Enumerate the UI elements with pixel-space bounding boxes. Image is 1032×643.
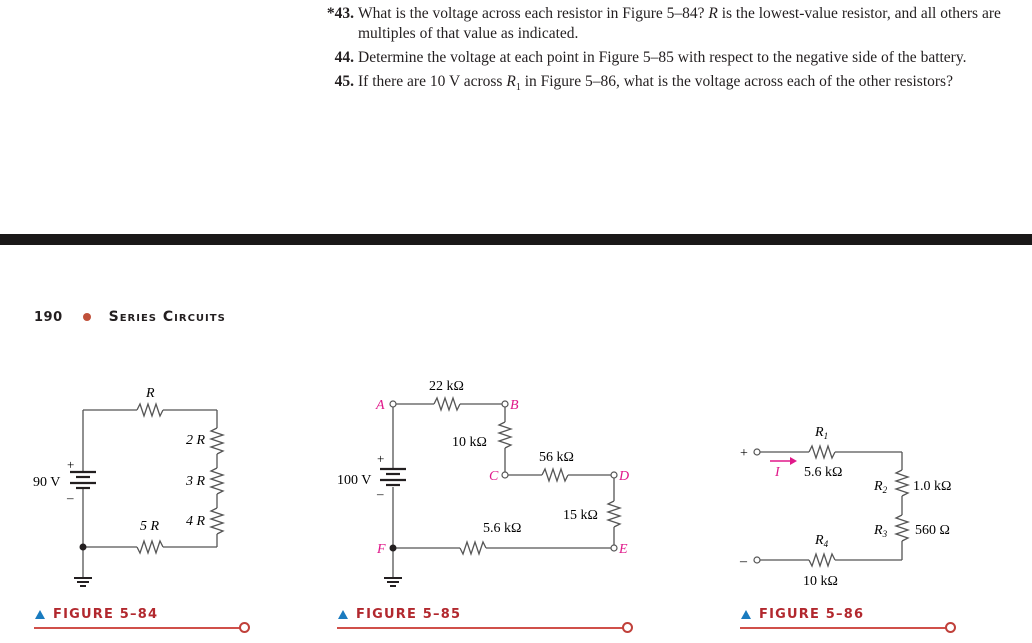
junction-dot xyxy=(389,544,397,552)
caption-rule xyxy=(337,627,623,629)
svg-text:10 kΩ: 10 kΩ xyxy=(452,435,487,450)
svg-text:–: – xyxy=(739,554,748,569)
svg-text:1.0 kΩ: 1.0 kΩ xyxy=(913,479,951,494)
triangle-marker-icon xyxy=(741,610,751,619)
chapter-title: Series Circuits xyxy=(108,309,226,325)
svg-text:90 V: 90 V xyxy=(33,475,60,490)
bullet-dot xyxy=(82,313,91,321)
problem-number: *43. xyxy=(326,5,354,22)
svg-text:2 R: 2 R xyxy=(186,433,206,448)
svg-text:R1: R1 xyxy=(814,425,828,441)
figure-5-85-circuit: + – 100 V 22 kΩ 10 kΩ 56 kΩ 15 kΩ 5.6 kΩ… xyxy=(337,379,629,587)
svg-text:R3: R3 xyxy=(873,523,888,539)
problem-number: 45. xyxy=(334,73,354,90)
page-divider-bar xyxy=(0,234,1032,245)
caption-rule xyxy=(34,627,240,629)
svg-text:E: E xyxy=(618,542,628,557)
problem-list: *43. What is the voltage across each res… xyxy=(318,4,1018,102)
terminal-nodes xyxy=(753,448,761,564)
svg-text:I: I xyxy=(774,465,781,480)
caption-rule xyxy=(740,627,946,629)
figure-5-84-caption: FIGURE 5–84 xyxy=(35,607,158,622)
svg-text:+: + xyxy=(377,451,384,466)
battery-icon xyxy=(380,467,406,487)
svg-text:R: R xyxy=(145,386,155,401)
terminal-nodes xyxy=(389,400,618,552)
problem-43: *43. What is the voltage across each res… xyxy=(318,4,1018,44)
figure-5-84-circuit: + – 90 V R 2 R 3 R 4 R 5 R xyxy=(33,386,226,587)
rule-end-circle-icon xyxy=(622,622,633,633)
rule-end-circle-icon xyxy=(945,622,956,633)
svg-text:5.6 kΩ: 5.6 kΩ xyxy=(804,465,842,480)
triangle-marker-icon xyxy=(338,610,348,619)
svg-text:100 V: 100 V xyxy=(337,473,371,488)
figure-5-85-caption: FIGURE 5–85 xyxy=(338,607,461,622)
svg-text:–: – xyxy=(376,486,384,501)
svg-text:–: – xyxy=(66,490,74,505)
svg-text:R4: R4 xyxy=(814,533,829,549)
figure-5-86-caption: FIGURE 5–86 xyxy=(741,607,864,622)
svg-text:15 kΩ: 15 kΩ xyxy=(563,508,598,523)
svg-text:3 R: 3 R xyxy=(185,474,206,489)
svg-text:4 R: 4 R xyxy=(186,514,206,529)
running-head: 190 Series Circuits xyxy=(34,309,226,325)
figure-5-86-circuit: + – I R1 5.6 kΩ R2 1.0 kΩ R3 560 Ω R4 10… xyxy=(739,425,951,589)
svg-text:C: C xyxy=(489,469,499,484)
current-arrow-icon xyxy=(770,457,797,465)
svg-text:5 R: 5 R xyxy=(140,519,160,534)
ground-icon xyxy=(384,577,402,587)
junction-dot xyxy=(79,543,87,551)
svg-text:B: B xyxy=(510,398,519,413)
svg-text:D: D xyxy=(618,469,629,484)
svg-text:+: + xyxy=(740,446,748,461)
problem-45: 45. If there are 10 V across R1 in Figur… xyxy=(318,72,1018,98)
svg-text:5.6 kΩ: 5.6 kΩ xyxy=(483,521,521,536)
svg-text:56 kΩ: 56 kΩ xyxy=(539,450,574,465)
svg-text:560 Ω: 560 Ω xyxy=(915,523,950,538)
svg-text:+: + xyxy=(67,457,74,472)
triangle-marker-icon xyxy=(35,610,45,619)
svg-text:22 kΩ: 22 kΩ xyxy=(429,379,464,394)
ground-icon xyxy=(74,577,92,587)
problem-number: 44. xyxy=(334,49,354,66)
page-number: 190 xyxy=(34,309,63,325)
svg-text:10 kΩ: 10 kΩ xyxy=(803,574,838,589)
problem-44: 44. Determine the voltage at each point … xyxy=(318,48,1018,68)
rule-end-circle-icon xyxy=(239,622,250,633)
svg-text:F: F xyxy=(376,542,386,557)
svg-text:R2: R2 xyxy=(873,479,888,495)
battery-icon xyxy=(70,470,96,490)
svg-text:A: A xyxy=(375,398,385,413)
